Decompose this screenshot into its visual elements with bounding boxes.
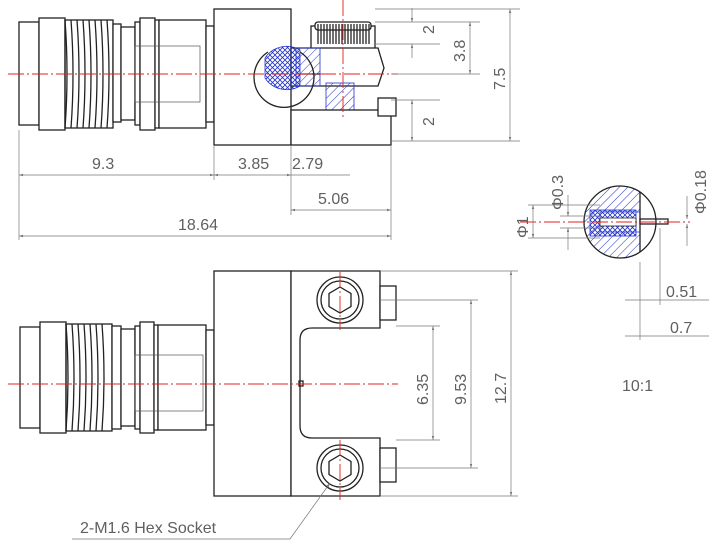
bottom-flange-block [213,270,292,497]
thread-line [89,323,93,432]
dim-9-3: 9.3 [92,156,114,173]
dim-2-bottom: 2 [421,117,438,126]
dim-0-7: 0.7 [670,320,692,337]
dim-2-top: 2 [421,25,438,34]
thread-line [83,323,87,432]
bottom-view-dimension-labels: 6.35 9.53 12.7 [415,373,510,405]
dim-7-5: 7.5 [492,68,509,90]
dim-phi-0-18: Φ0.18 [693,170,709,214]
top-view-dimensions [18,8,520,240]
dim-0-51: 0.51 [666,284,697,301]
thread-line [65,323,69,432]
top-view [8,0,398,146]
dim-6-35: 6.35 [415,374,432,405]
dim-phi-0-3: Φ0.3 [550,175,567,210]
dim-9-53: 9.53 [453,374,470,405]
dim-3-8: 3.8 [452,40,469,62]
bottom-mounting-plate [290,270,397,497]
top-view-dimension-labels: 2 3.8 7.5 2 9.3 3.85 2.79 5.06 18.64 [92,25,509,234]
dim-18-64: 18.64 [178,217,218,234]
bottom-view [8,270,398,500]
top-section-detail [253,46,385,114]
thread-line [71,323,75,432]
bottom-threaded-body [19,321,215,434]
thread-line [94,19,98,129]
hex-socket-callout: 2-M1.6 Hex Socket [72,482,331,540]
thread-line [76,19,80,129]
thread-line [70,19,74,129]
top-mounting-plate [290,97,397,146]
dim-12-7: 12.7 [493,373,510,404]
detail-view-dimensions [528,195,709,340]
detail-view-dimension-labels: Φ0.3 Φ1 Φ0.18 0.51 0.7 10:1 [515,170,709,395]
dim-phi-1: Φ1 [515,216,532,238]
thread-line [100,19,104,129]
dim-5-06: 5.06 [318,191,349,208]
thread-line [95,323,99,432]
hex-socket-callout-label: 2-M1.6 Hex Socket [80,520,217,537]
dim-2-79: 2.79 [292,156,323,173]
thread-line [101,323,105,432]
bottom-view-dimensions [380,270,518,497]
detail-scale-label: 10:1 [622,378,653,395]
dim-3-85: 3.85 [238,156,269,173]
detail-view [520,185,690,259]
thread-line [77,323,81,432]
